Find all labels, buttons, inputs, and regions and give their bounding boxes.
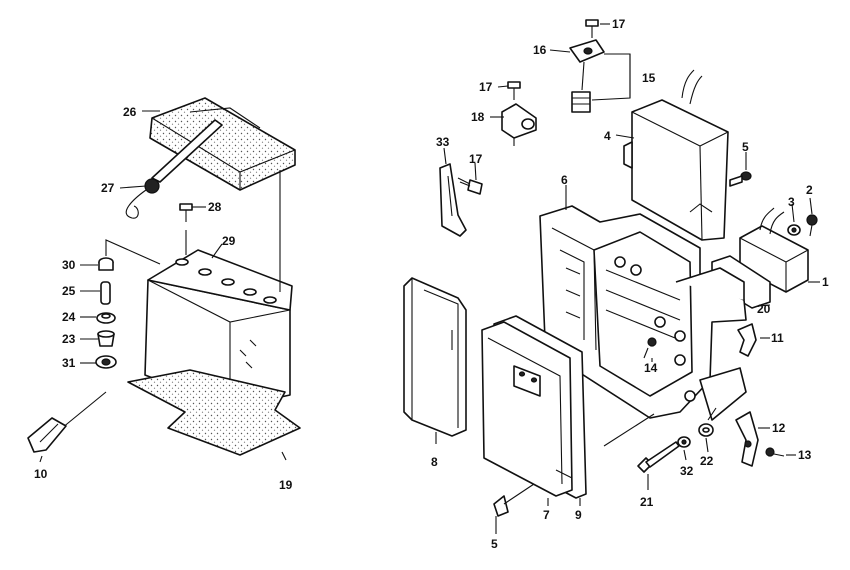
label-9: 9 <box>575 508 582 522</box>
bracket-screw-part <box>459 179 483 195</box>
label-24: 24 <box>62 310 76 324</box>
label-17b: 17 <box>479 80 493 94</box>
terminal-connector-part <box>95 355 117 369</box>
label-15: 15 <box>642 71 656 85</box>
label-23: 23 <box>62 332 76 346</box>
label-26: 26 <box>123 105 137 119</box>
label-6: 6 <box>561 173 568 187</box>
flat-washer-part <box>698 423 714 437</box>
main-housing-part <box>539 205 747 421</box>
assembly-line <box>707 407 717 421</box>
side-lid-part <box>403 277 467 437</box>
terminal-clamp-part <box>97 330 115 347</box>
label-4: 4 <box>604 129 611 143</box>
label-20: 20 <box>757 302 771 316</box>
grommet-screw-part <box>585 19 599 38</box>
battery-strap-part <box>125 119 223 219</box>
leader-lines <box>39 23 820 534</box>
label-7: 7 <box>543 508 550 522</box>
label-17c: 17 <box>469 152 483 166</box>
bracket-part <box>439 163 467 237</box>
label-18: 18 <box>471 110 485 124</box>
label-32: 32 <box>680 464 694 478</box>
grommet-plate-part <box>569 39 605 63</box>
battery-cover-part <box>149 97 296 191</box>
label-8: 8 <box>431 455 438 469</box>
label-12: 12 <box>772 421 786 435</box>
washer-part <box>787 224 801 236</box>
label-2: 2 <box>806 183 813 197</box>
housing-cover-part <box>481 321 573 497</box>
label-29: 29 <box>222 234 236 248</box>
terminal-bolt-part <box>100 281 111 305</box>
label-3: 3 <box>788 195 795 209</box>
lower-screw-part <box>493 483 535 517</box>
battery-screw-part <box>179 203 193 222</box>
label-17a: 17 <box>612 17 626 31</box>
callout-labels: 1 2 3 4 5 6 7 8 9 10 11 12 13 14 15 16 1… <box>34 17 829 551</box>
label-21: 21 <box>640 495 654 509</box>
spring-washer-part <box>677 436 691 448</box>
terminal-washer-part <box>96 312 116 324</box>
module-screw-part <box>729 171 752 187</box>
label-5a: 5 <box>742 140 749 154</box>
label-1: 1 <box>822 275 829 289</box>
label-19: 19 <box>279 478 293 492</box>
label-28: 28 <box>208 200 222 214</box>
assembly-line <box>603 413 655 447</box>
label-14: 14 <box>644 361 658 375</box>
label-27: 27 <box>101 181 115 195</box>
wire-grommet-part <box>571 61 591 113</box>
label-33: 33 <box>436 135 450 149</box>
small-screw-part <box>806 214 818 237</box>
label-10: 10 <box>34 467 48 481</box>
label-5b: 5 <box>491 537 498 551</box>
label-13: 13 <box>798 448 812 462</box>
clip-part <box>737 323 757 357</box>
control-module-part <box>623 69 729 241</box>
clamp-screw-part <box>507 81 521 100</box>
assembly-line <box>457 177 471 185</box>
assembly-line <box>105 239 161 265</box>
battery-mat-part <box>127 369 301 456</box>
cable-clamp-part <box>501 103 537 146</box>
holder-screw-part <box>765 447 785 457</box>
battery-cable-part <box>27 391 107 453</box>
label-31: 31 <box>62 356 76 370</box>
label-25: 25 <box>62 284 76 298</box>
cable-holder-part <box>735 411 759 467</box>
label-16: 16 <box>533 43 547 57</box>
terminal-nut-part <box>98 257 114 271</box>
label-11: 11 <box>771 331 784 345</box>
housing-screw-part <box>643 337 657 359</box>
label-22: 22 <box>700 454 714 468</box>
mounting-bolt-part <box>637 441 680 473</box>
label-30: 30 <box>62 258 76 272</box>
